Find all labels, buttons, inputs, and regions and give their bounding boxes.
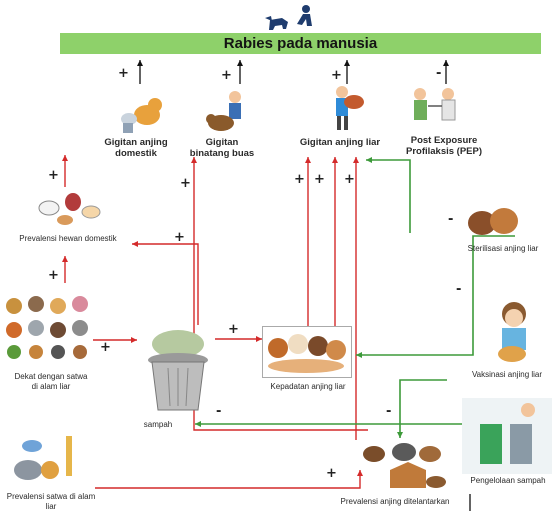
label-pep: Post Exposure Profilaksis (PEP) xyxy=(405,135,483,157)
sign-plus: + xyxy=(221,68,232,83)
sign-plus: + xyxy=(331,68,342,83)
label-gigitan-domestik: Gigitan anjing domestik xyxy=(104,137,168,159)
trash-can-icon xyxy=(148,330,208,411)
label-prevalensi-domestik: Prevalensi hewan domestik xyxy=(19,234,117,243)
label-sampah: sampah xyxy=(143,420,173,429)
sign-plus: + xyxy=(48,268,59,283)
sign-plus: + xyxy=(344,172,355,187)
wild-animals-icon xyxy=(6,296,88,359)
label-gigitan-buas: Gigitan binatang buas xyxy=(189,137,255,159)
stray-dog-bite-icon xyxy=(336,86,364,130)
sign-minus: - xyxy=(386,404,392,419)
wild-animal-bite-icon xyxy=(206,91,241,131)
link-buas-up xyxy=(191,157,250,431)
link-sterilisasi-to-liar xyxy=(366,157,411,233)
link-pengelolaan-to-telantar xyxy=(397,379,447,438)
sign-plus: + xyxy=(228,322,239,337)
label-sterilisasi: Sterilisasi anjing liar xyxy=(467,244,539,253)
sign-plus: + xyxy=(100,340,111,355)
sign-plus: + xyxy=(180,176,191,191)
doctor-patient-icon xyxy=(414,88,456,121)
sign-plus: + xyxy=(174,230,185,245)
label-prevalensi-telantar: Prevalensi anjing ditelantarkan xyxy=(340,497,450,506)
recycling-bins-icon xyxy=(462,398,552,474)
child-dog-icon xyxy=(498,302,526,362)
label-vaksinasi: Vaksinasi anjing liar xyxy=(471,370,543,379)
label-dekat-satwa: Dekat dengan satwa di alam liar xyxy=(14,372,88,391)
label-prevalensi-satwa: Prevalensi satwa di alam liar xyxy=(6,492,96,511)
sign-plus: + xyxy=(314,172,325,187)
label-gigitan-liar: Gigitan anjing liar xyxy=(299,137,381,148)
title-rabies: Rabies pada manusia xyxy=(60,33,541,54)
domestic-animals-icon xyxy=(38,193,101,225)
link-satwa-to-telantar xyxy=(95,470,363,489)
people-dog-icon xyxy=(265,5,312,30)
link-sterilisasi-to-kepadatan xyxy=(356,235,515,358)
sign-minus: - xyxy=(456,282,462,297)
sign-minus: - xyxy=(448,212,454,227)
dog-bite-icon xyxy=(121,98,162,133)
puppies-icon xyxy=(468,208,518,235)
label-kepadatan: Kepadatan anjing liar xyxy=(270,382,346,391)
stray-dogs-icon xyxy=(363,443,446,488)
label-pengelolaan-sampah: Pengelolaan sampah xyxy=(470,476,546,485)
link-sampah-to-prevdom xyxy=(132,241,199,325)
sign-plus: + xyxy=(118,66,129,81)
zoo-animals-icon xyxy=(14,436,72,480)
sign-plus: + xyxy=(294,172,305,187)
sign-plus: + xyxy=(48,168,59,183)
sign-minus: - xyxy=(436,66,442,81)
dog-pack-icon xyxy=(262,326,352,378)
sign-plus: + xyxy=(326,466,337,481)
sign-minus: - xyxy=(216,404,222,419)
